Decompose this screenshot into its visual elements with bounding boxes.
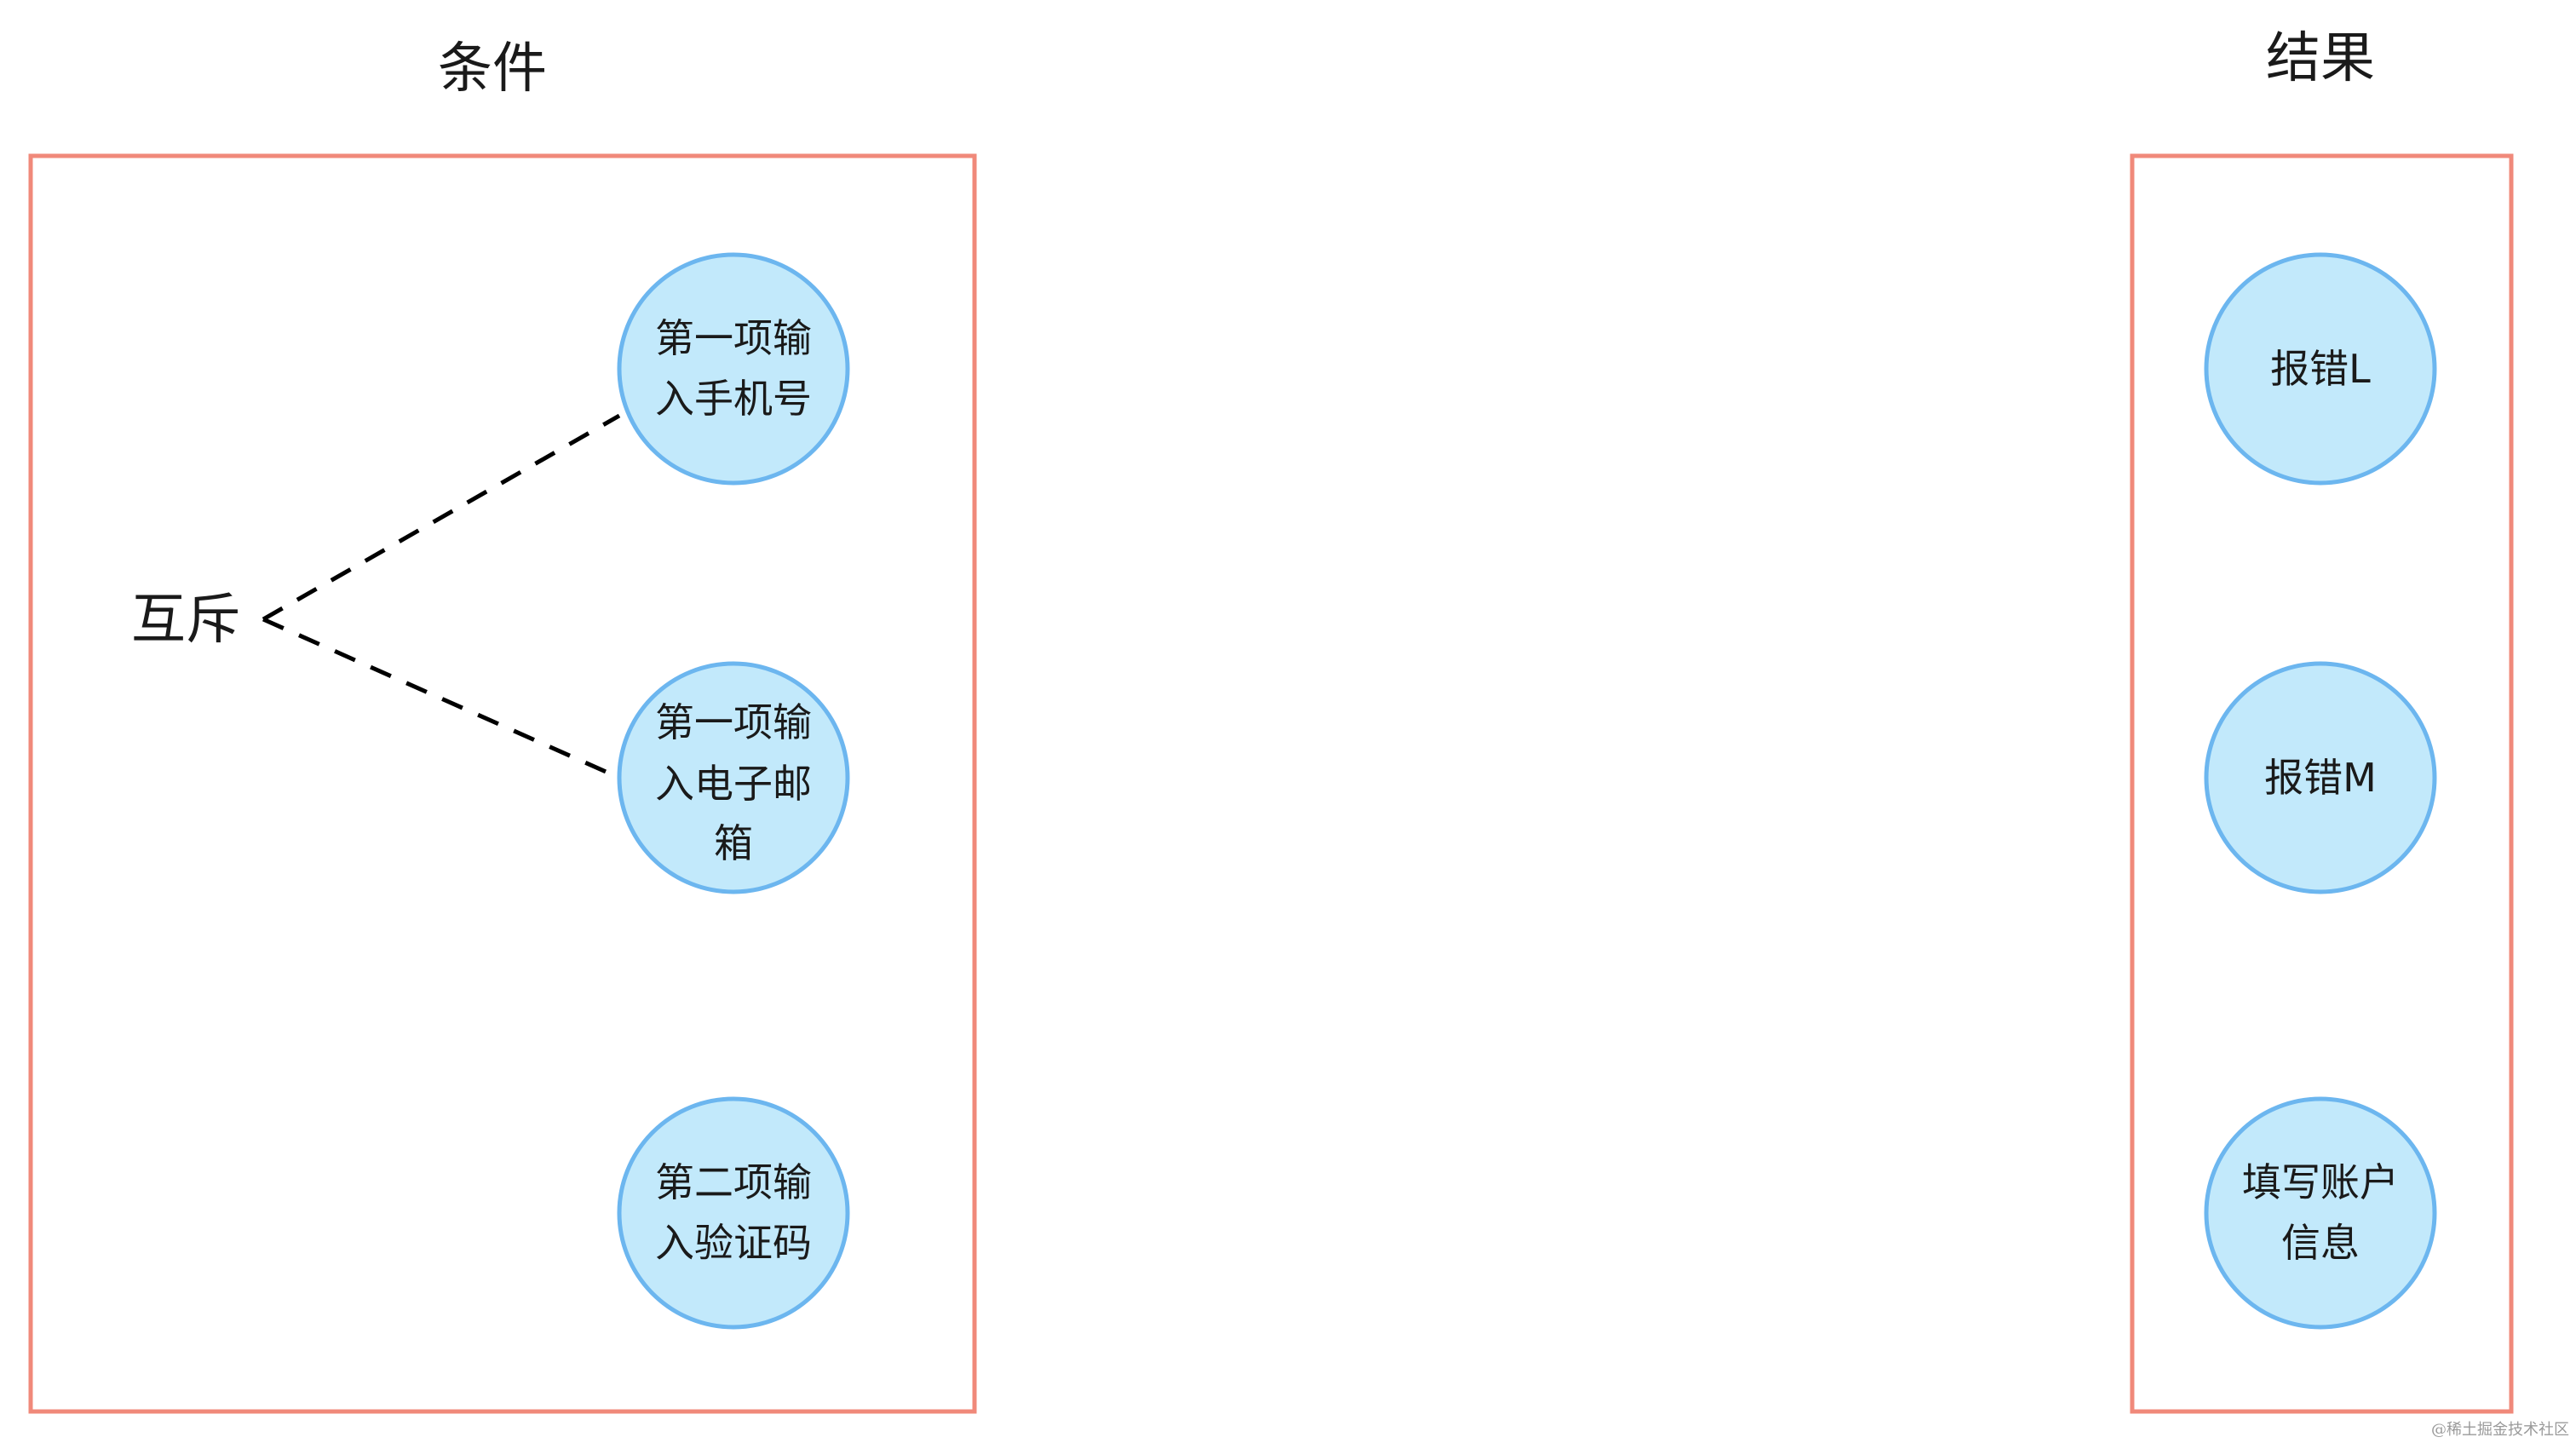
result-node-error-l: 报错L [2204, 252, 2437, 486]
result-node-fill-account: 填写账户 信息 [2204, 1096, 2437, 1330]
mutex-link-phone [262, 413, 621, 622]
result-node-error-l-line-1: 报错L [2270, 346, 2371, 392]
conditions-title: 条件 [438, 37, 547, 101]
mutex-link-email [262, 617, 621, 780]
condition-node-captcha-line-2: 入验证码 [655, 1220, 812, 1266]
result-node-fill-account-line-2: 信息 [2281, 1220, 2360, 1266]
result-node-error-m-line-1: 报错M [2264, 755, 2377, 801]
results-title: 结果 [2266, 27, 2375, 90]
condition-node-phone-line-2: 入手机号 [655, 376, 812, 422]
condition-node-email-line-1: 第一项输 [655, 699, 812, 745]
condition-node-captcha: 第二项输 入验证码 [617, 1096, 850, 1330]
results-group: 结果 报错L 报错M 填写账户 信息 [2130, 27, 2514, 1414]
result-node-fill-account-line-1: 填写账户 [2242, 1159, 2399, 1205]
condition-node-phone-line-1: 第一项输 [655, 315, 812, 361]
conditions-box [28, 153, 977, 1414]
results-box [2130, 153, 2514, 1414]
condition-node-captcha-line-1: 第二项输 [655, 1159, 812, 1205]
mutex-label: 互斥 [131, 589, 240, 652]
conditions-group: 条件 互斥 第一项输 入手机号 第一项输 入电子邮 箱 第二项输 入验证码 [28, 37, 977, 1414]
condition-node-email-line-3: 箱 [714, 820, 753, 866]
condition-node-email-line-2: 入电子邮 [655, 761, 812, 807]
condition-node-email: 第一项输 入电子邮 箱 [617, 661, 850, 894]
result-node-error-m: 报错M [2204, 661, 2437, 894]
watermark-text: @稀土掘金技术社区 [2431, 1421, 2569, 1439]
condition-node-phone: 第一项输 入手机号 [617, 252, 850, 486]
